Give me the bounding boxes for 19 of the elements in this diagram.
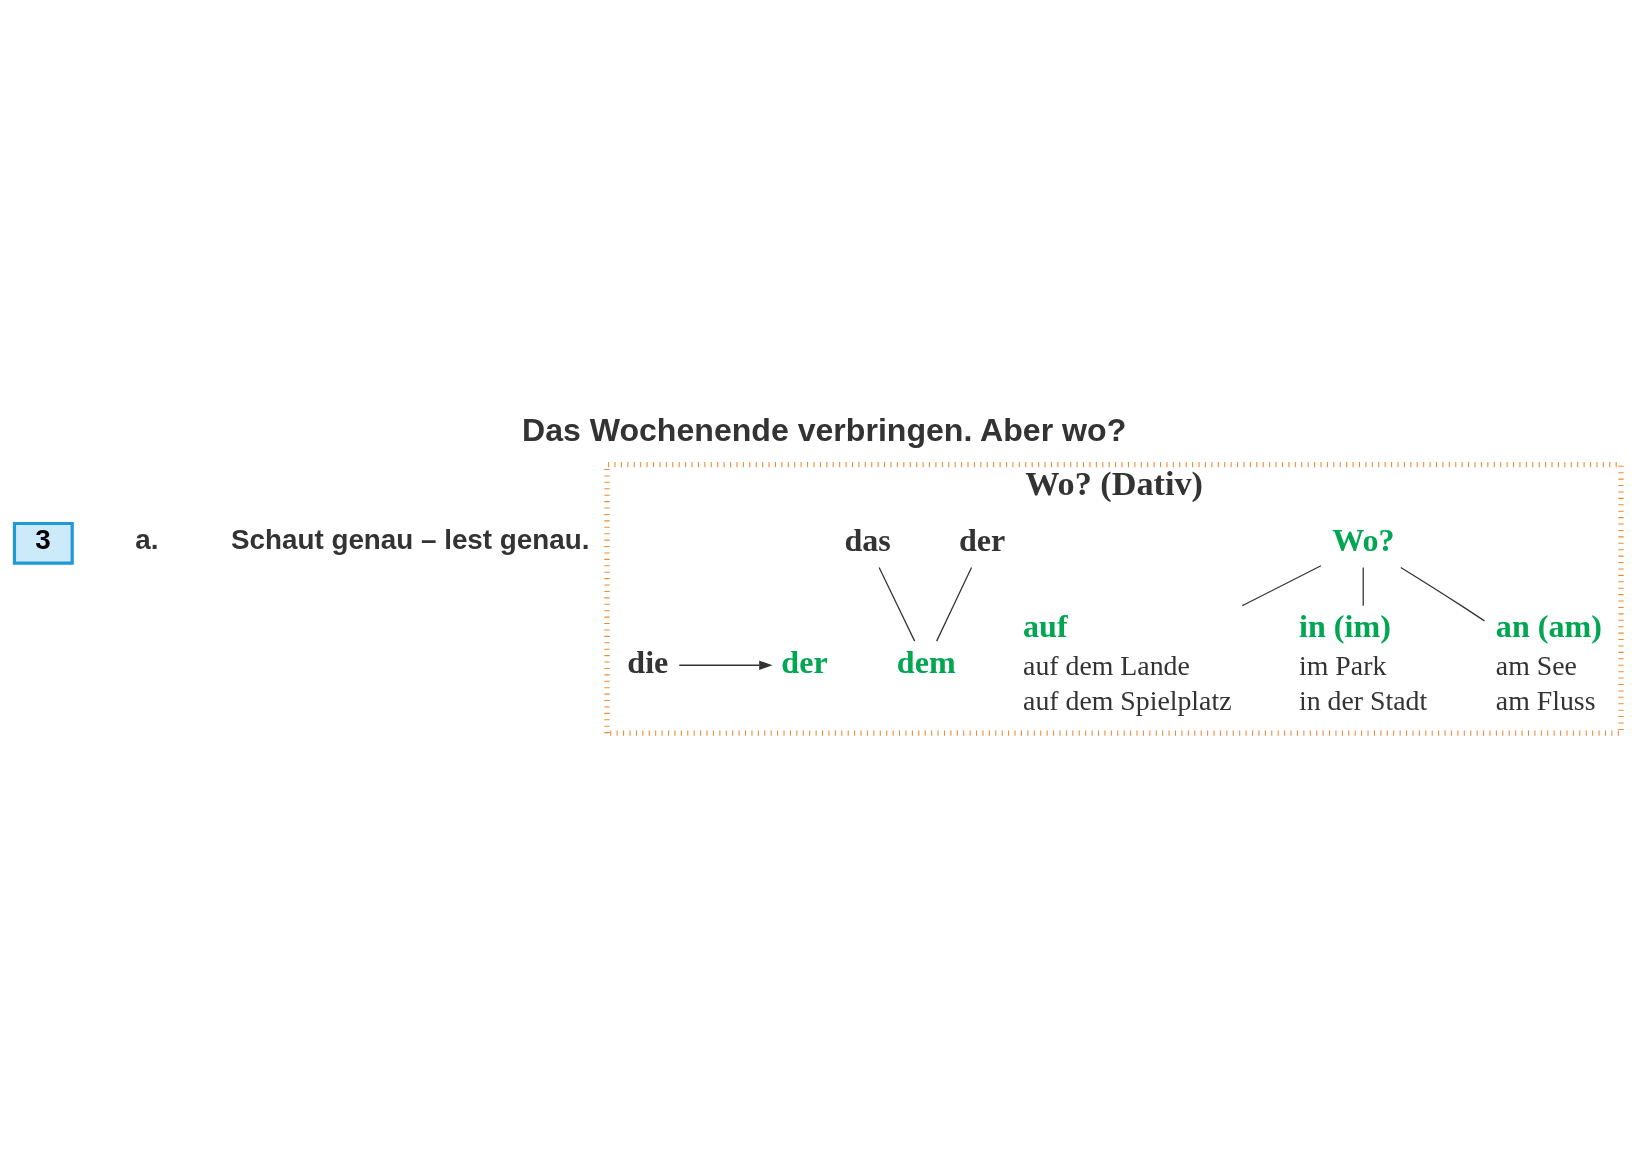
label: Schaut genau – lest genau. [231, 523, 590, 555]
connector [936, 566, 973, 642]
diagram-title: Das Wochenende verbringen. Aber wo? [521, 411, 1127, 448]
arrow [678, 660, 773, 670]
node-text: der [958, 521, 1006, 558]
node-text: in (im) im Park in der Stadt [1299, 607, 1428, 716]
node-text: das [844, 521, 891, 558]
node-text: Wo? [1332, 521, 1395, 558]
node-text: dem [896, 643, 956, 680]
node-text: der [781, 643, 828, 680]
connector [878, 566, 916, 642]
node-text: an (am) am See am Fluss [1495, 607, 1602, 716]
label: 3 [35, 523, 51, 555]
connector [1241, 564, 1322, 606]
node-text: auf auf dem Lande auf dem Spielplatz [1023, 607, 1232, 716]
label: a. [135, 523, 159, 555]
node-text: die [627, 643, 669, 680]
connector [1362, 566, 1364, 606]
connector [1400, 566, 1486, 622]
